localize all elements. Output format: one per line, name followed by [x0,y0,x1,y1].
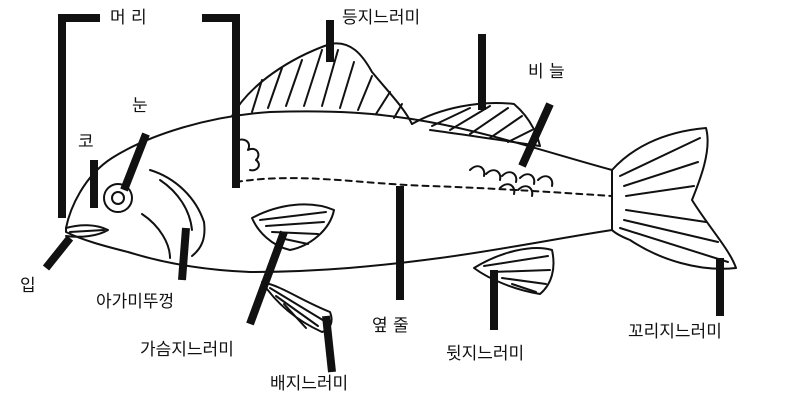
label-head: 머 리 [110,8,147,28]
label-gill-cover: 아가미뚜껑 [96,292,174,312]
label-nose: 코 [78,132,94,152]
head-bracket [62,18,236,218]
eye-pointer [124,134,146,190]
scales-pointer [522,104,550,166]
label-pectoral-fin: 가슴지느러미 [140,340,234,360]
label-eye: 눈 [132,96,148,116]
mouth-pointer [46,238,70,268]
pectoral-fin-pointer [250,232,284,324]
label-dorsal-fin: 등지느러미 [342,8,420,28]
gill-cover-pointer [182,228,186,280]
gill-cover-outline [150,170,205,256]
label-caudal-fin: 꼬리지느러미 [628,322,722,342]
pectoral-fin-outline [252,204,334,250]
label-mouth: 입 [20,276,36,296]
caudal-fin-outline [612,128,736,269]
second-dorsal-fin-outline [412,103,540,146]
lateral-line-path [236,178,612,196]
label-pelvic-fin: 배지느러미 [270,374,348,394]
label-lateral-line: 옆 줄 [372,316,409,336]
label-anal-fin: 뒷지느러미 [446,344,524,364]
label-scales: 비 늘 [528,62,565,82]
